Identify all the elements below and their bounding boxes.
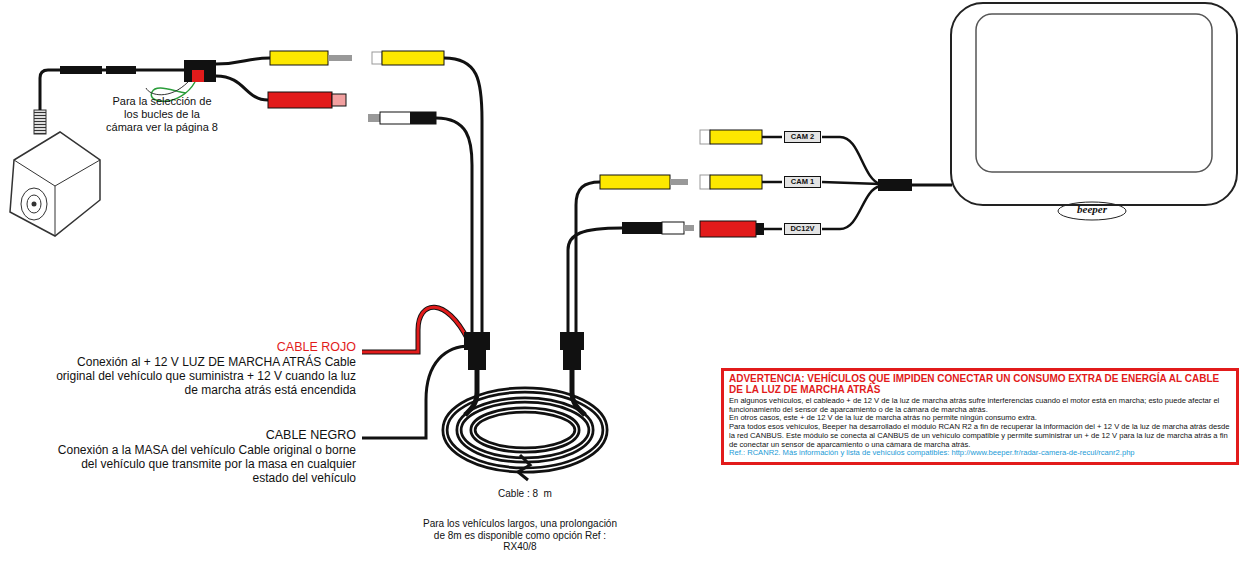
connector-tag: CAM 2	[784, 131, 821, 143]
connector-name: CAM 1	[786, 178, 819, 186]
cable-length: Cable : 8 m	[455, 488, 595, 500]
reference-link: Ref.: RCANR2. Más información y lista de…	[729, 449, 1231, 458]
warning-heading: ADVERTENCIA: VEHÍCULOS QUE IMPIDEN CONEC…	[729, 374, 1231, 395]
brand-logo: beeper	[1060, 203, 1124, 216]
camera	[10, 110, 100, 236]
connector-name: DC12V	[786, 225, 819, 233]
cable-coil	[445, 390, 605, 480]
warning-body: En otros casos, este + de 12 V de la luz…	[729, 414, 1231, 423]
wire-description: Conexión al + 12 V LUZ DE MARCHA ATRÁS C…	[56, 356, 356, 397]
wire-name: CABLE NEGRO	[56, 428, 356, 442]
connector-name: CAM 2	[786, 133, 819, 141]
warning-body: Para todos esos vehículos, Beeper ha des…	[729, 423, 1231, 449]
wire-description: Conexión a la MASA del vehículo Cable or…	[56, 444, 356, 485]
monitor	[951, 3, 1237, 220]
extension-note: Para los vehículos largos, una prolongac…	[420, 518, 620, 553]
warning-box: ADVERTENCIA: VEHÍCULOS QUE IMPIDEN CONEC…	[721, 368, 1239, 465]
wire-name: CABLE ROJO	[56, 340, 356, 354]
connector-tag: DC12V	[784, 223, 821, 235]
connector-tag: CAM 1	[784, 176, 821, 188]
warning-body: En algunos vehículos, el cableado + de 1…	[729, 397, 1231, 414]
loop-note: Para la selección de los bucles de la cá…	[106, 95, 218, 135]
